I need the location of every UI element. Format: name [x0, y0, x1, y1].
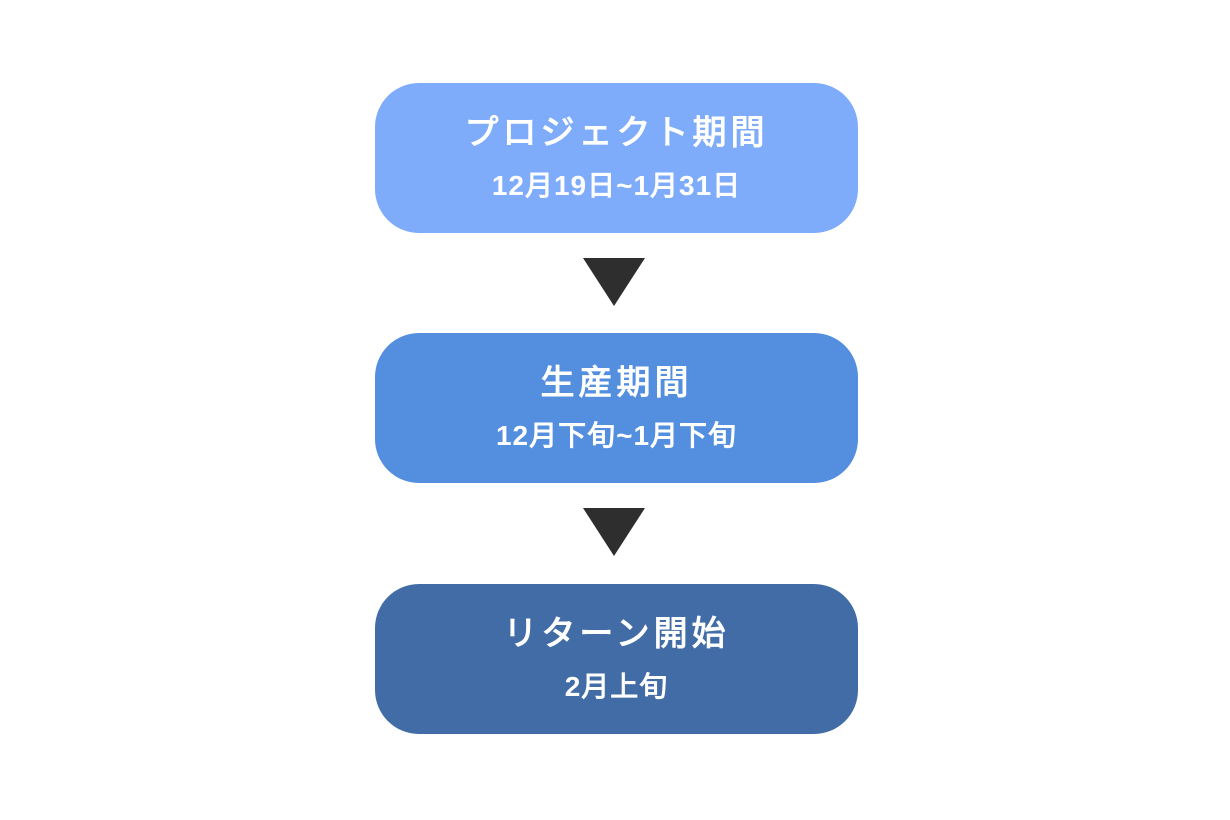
step-subtitle: 12月下旬~1月下旬	[495, 420, 738, 451]
step-title: プロジェクト期間	[464, 114, 769, 152]
step-subtitle: 2月上旬	[564, 671, 669, 702]
step-subtitle: 12月19日~1月31日	[491, 170, 742, 201]
step-box-return-start: リターン開始 2月上旬	[375, 584, 858, 734]
down-arrow-icon	[583, 258, 645, 306]
down-arrow-icon	[583, 508, 645, 556]
step-title: リターン開始	[503, 615, 730, 653]
step-box-project-period: プロジェクト期間 12月19日~1月31日	[375, 83, 858, 233]
step-box-production-period: 生産期間 12月下旬~1月下旬	[375, 333, 858, 483]
step-title: 生産期間	[540, 364, 693, 402]
